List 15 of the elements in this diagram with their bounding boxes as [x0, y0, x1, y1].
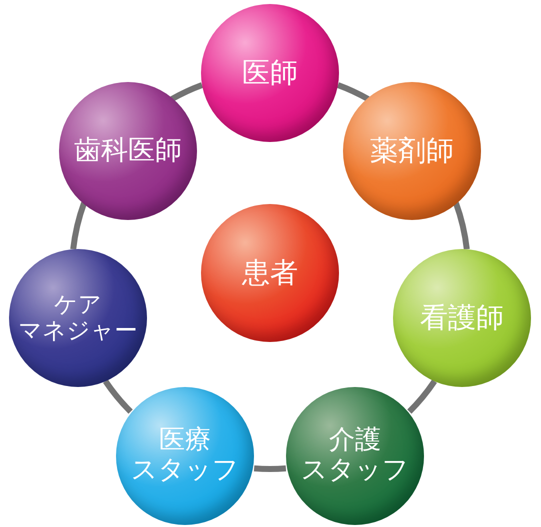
ring-connector [70, 202, 87, 250]
ring-connector [254, 465, 286, 472]
node-label: 医師 [242, 56, 298, 90]
node-label: 薬剤師 [370, 134, 454, 168]
ring-connector [453, 202, 470, 250]
node-label: 医療スタッフ [131, 426, 239, 486]
ring-connector [103, 379, 133, 414]
node-label: 介護スタッフ [301, 426, 409, 486]
node-label: ケアマネジャー [18, 292, 138, 344]
node-label: 看護師 [420, 302, 504, 334]
ring-connector [407, 379, 437, 414]
node-label: 歯科医師 [74, 135, 182, 167]
ring-connector [336, 82, 370, 102]
ring-connector [170, 82, 204, 102]
node-label: 患者 [242, 256, 298, 290]
